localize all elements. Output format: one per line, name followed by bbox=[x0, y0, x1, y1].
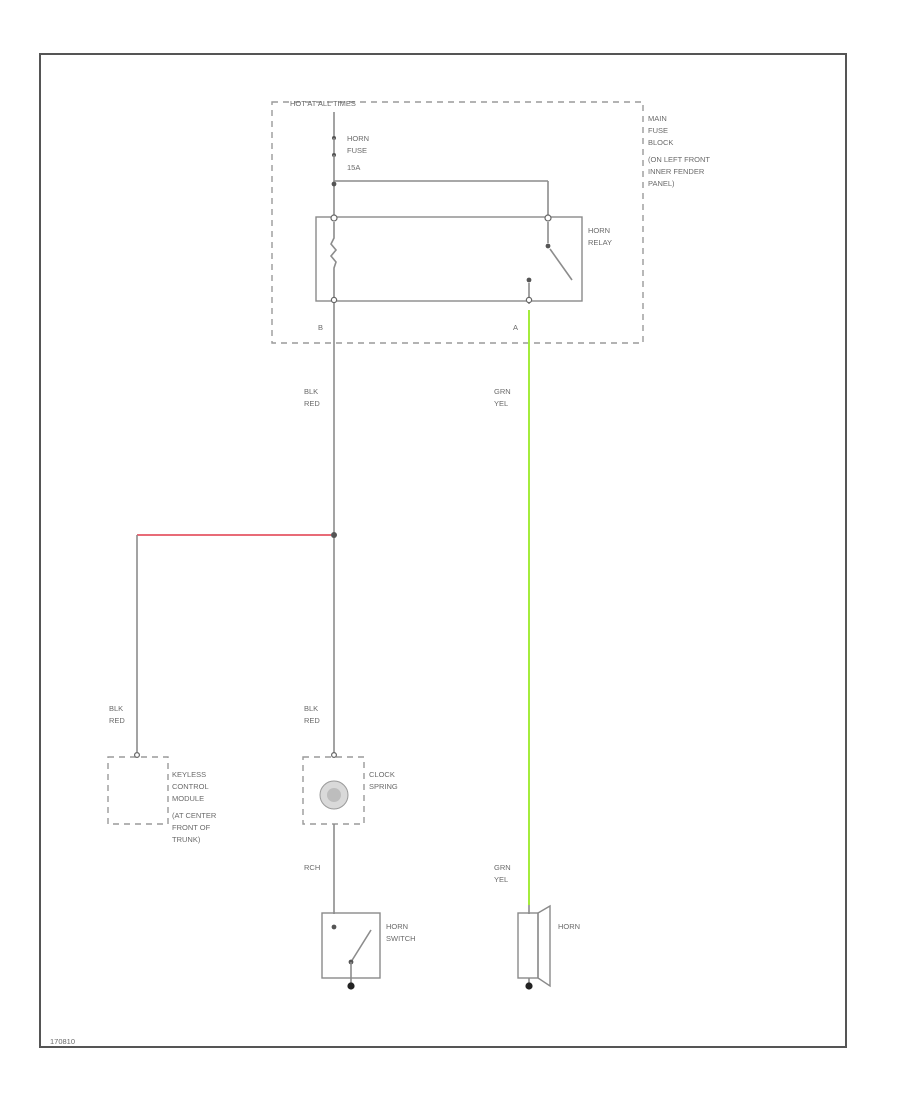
clock-spring-label: SPRING bbox=[369, 782, 398, 791]
clock-spring-label: CLOCK bbox=[369, 770, 395, 779]
fuse-block-line: INNER FENDER bbox=[648, 167, 705, 176]
horn-relay-label: RELAY bbox=[588, 238, 612, 247]
horn-switch-label: HORN bbox=[386, 922, 408, 931]
horn-fuse-rating: 15A bbox=[347, 163, 360, 172]
horn-switch-blade bbox=[350, 929, 372, 963]
horn-relay-label: HORN bbox=[588, 226, 610, 235]
relay-coil-wire bbox=[329, 222, 338, 298]
wire-color-label: YEL bbox=[494, 399, 508, 408]
relay-switch-blade bbox=[549, 248, 573, 281]
horn-switch-contact bbox=[331, 924, 337, 930]
horn-icon bbox=[537, 904, 551, 988]
fuse-block-line: MAIN bbox=[648, 114, 667, 123]
wire-color-label: BLK bbox=[109, 704, 123, 713]
relay-contact bbox=[545, 243, 551, 249]
fuse-block-line: FUSE bbox=[648, 126, 668, 135]
keyless-line: MODULE bbox=[172, 794, 204, 803]
horn-relay bbox=[315, 216, 583, 302]
keyless-line: TRUNK) bbox=[172, 835, 201, 844]
fuse-block-line: PANEL) bbox=[648, 179, 675, 188]
relay-contact bbox=[526, 277, 532, 283]
wire-color-label: GRN bbox=[494, 863, 511, 872]
keyless-control-module bbox=[107, 756, 169, 825]
wire-color-label: BLK bbox=[304, 387, 318, 396]
wire-color-label: GRN bbox=[494, 387, 511, 396]
pin-label-a: A bbox=[513, 323, 518, 332]
fuse-block-label: MAIN FUSE BLOCK (ON LEFT FRONT INNER FEN… bbox=[648, 114, 710, 188]
wire-color-label: BLK bbox=[304, 704, 318, 713]
keyless-line: (AT CENTER bbox=[172, 811, 217, 820]
horn-label: HORN bbox=[558, 922, 580, 931]
wire-color-label: RCH bbox=[304, 863, 320, 872]
keyless-line: CONTROL bbox=[172, 782, 209, 791]
keyless-terminal bbox=[134, 751, 141, 758]
clock-spring-icon-inner bbox=[327, 788, 341, 802]
horn-fuse-label: HORN bbox=[347, 134, 369, 143]
wire-color-label: RED bbox=[304, 716, 320, 725]
relay-terminal bbox=[330, 214, 338, 222]
horn-switch-label: SWITCH bbox=[386, 934, 416, 943]
diagram-id: 170810 bbox=[50, 1037, 75, 1046]
ground-icon bbox=[347, 982, 355, 990]
relay-terminal bbox=[330, 296, 338, 304]
splice-junction bbox=[331, 532, 337, 538]
pin-label-b: B bbox=[318, 323, 323, 332]
ground-icon bbox=[525, 982, 533, 990]
main-fuse-block bbox=[271, 101, 644, 344]
relay-terminal bbox=[544, 214, 552, 222]
wire-color-label: RED bbox=[109, 716, 125, 725]
hot-at-all-times-label: HOT AT ALL TIMES bbox=[290, 99, 356, 108]
relay-terminal bbox=[525, 296, 533, 304]
keyless-line: FRONT OF bbox=[172, 823, 211, 832]
fuse-block-line: BLOCK bbox=[648, 138, 673, 147]
keyless-line: KEYLESS bbox=[172, 770, 206, 779]
wire-color-label: RED bbox=[304, 399, 320, 408]
wire-color-label: YEL bbox=[494, 875, 508, 884]
horn-fuse-label: FUSE bbox=[347, 146, 367, 155]
fuse-block-line: (ON LEFT FRONT bbox=[648, 155, 710, 164]
horn-body bbox=[517, 912, 539, 979]
fuse-junction bbox=[331, 181, 337, 187]
keyless-module-label: KEYLESS CONTROL MODULE (AT CENTER FRONT … bbox=[172, 770, 217, 844]
clock-spring-terminal bbox=[331, 751, 338, 758]
diagram-frame bbox=[39, 53, 847, 1048]
